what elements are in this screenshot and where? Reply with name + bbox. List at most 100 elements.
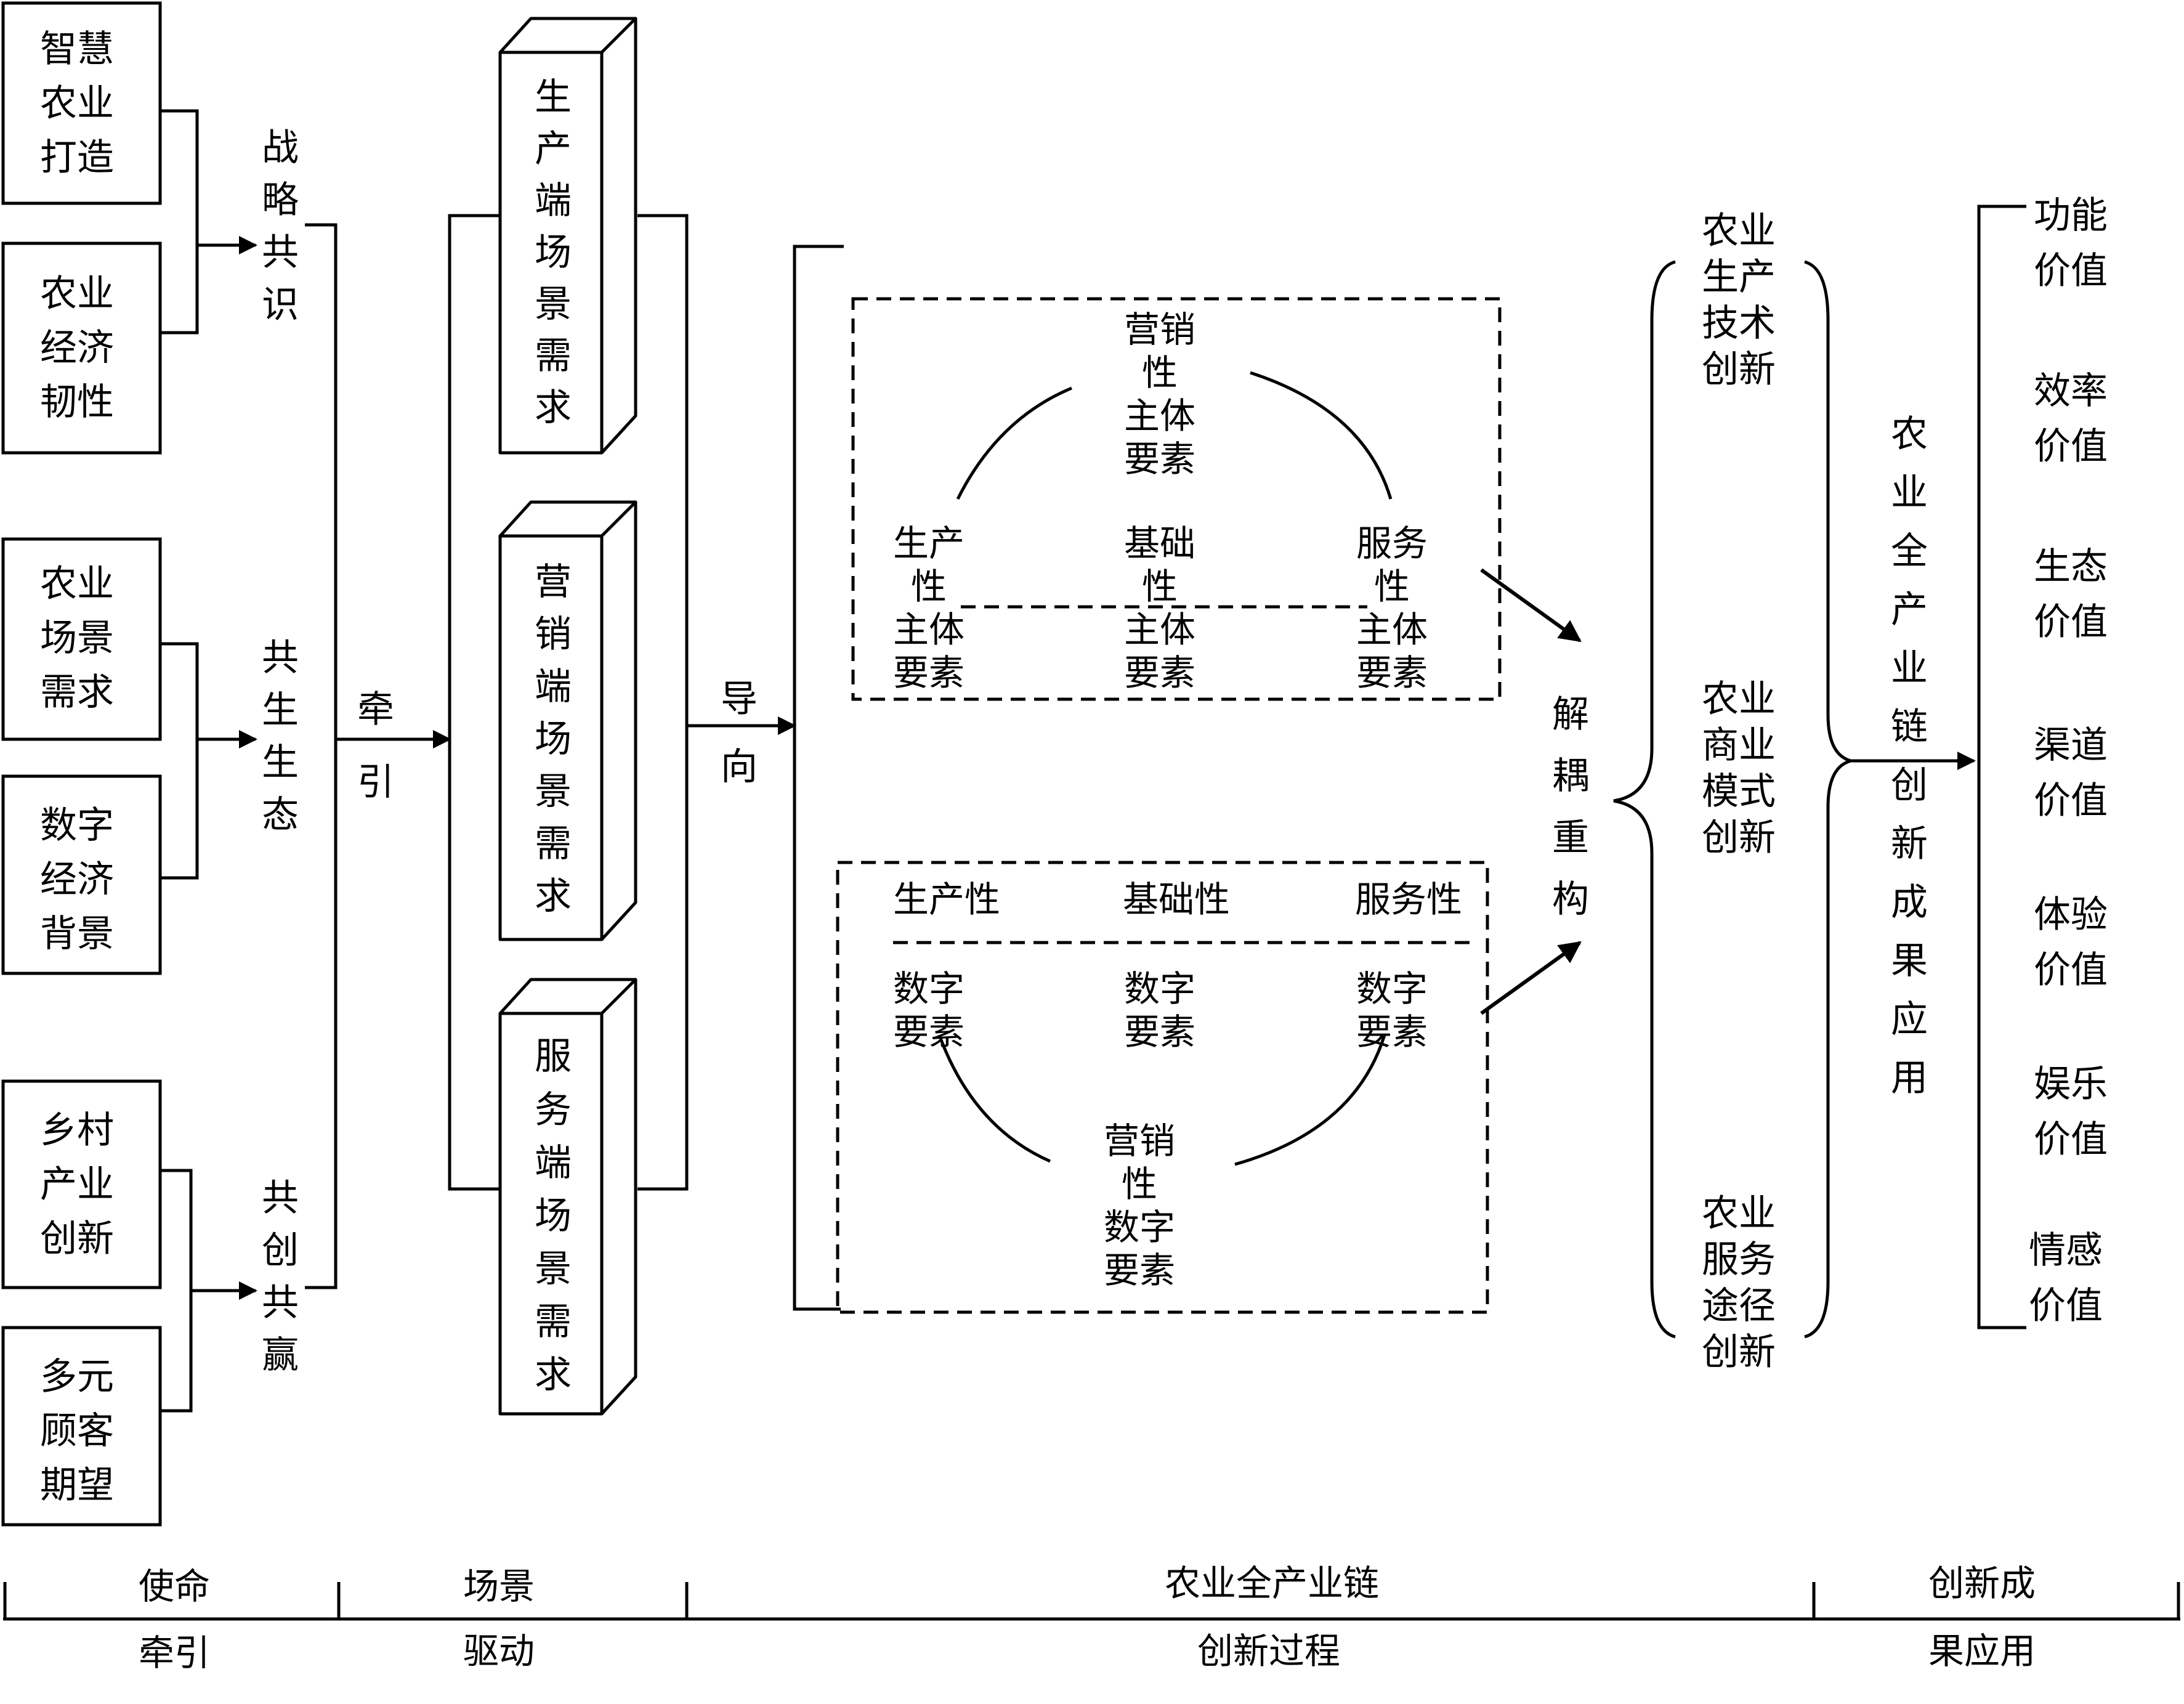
result-3-char-3: 共 (262, 1281, 299, 1325)
mission-box-1-line-2: 农业 (40, 82, 114, 125)
mission-boxes (1, 1, 162, 1527)
stage-4-top: 创新成 (1928, 1562, 2036, 1604)
decouple-label: 解 耦 重 构 (1552, 693, 1589, 921)
mission-box-4-line-2: 经济 (40, 858, 114, 901)
innovation-3-line-3: 途径 (1702, 1284, 1776, 1328)
application-char-12: 用 (1891, 1057, 1928, 1100)
decouple-char-3: 重 (1552, 816, 1589, 859)
result-3-char-2: 创 (262, 1229, 299, 1272)
values-bracket (1977, 205, 2026, 1329)
digital-marketing-line-1: 营销 (1104, 1120, 1175, 1162)
traction-label: 牵 引 (357, 688, 394, 804)
prism-3-char-5: 景 (535, 1248, 572, 1291)
guide-label-char-1: 导 (721, 678, 758, 721)
value-6-line-1: 娱乐 (2034, 1063, 2108, 1106)
prism-texts: 生 产 端 场 景 需 求 营 销 端 场 景 需 求 服 务 端 场 景 需 … (535, 76, 572, 1397)
application-label: 农 业 全 产 业 链 创 新 成 果 应 用 (1891, 413, 1928, 1100)
innovation-left-brace (1613, 260, 1676, 1339)
decouple-arrows (1480, 568, 1582, 1015)
prism-marketing (498, 500, 637, 941)
mission-bracket-1 (160, 109, 199, 335)
mission-box-6-line-3: 期望 (40, 1464, 114, 1507)
service-subject-line-3: 主体 (1356, 609, 1428, 651)
innovation-2-line-3: 模式 (1702, 770, 1776, 813)
mission-box-6-line-2: 顾客 (40, 1410, 114, 1453)
subject-elements-texts: 营销 性 主体 要素 生产 性 主体 要素 基础 性 主体 要素 服务 性 主体… (893, 309, 1428, 694)
digital-marketing-line-2: 性 (1122, 1163, 1157, 1205)
innovation-3-line-1: 农业 (1702, 1192, 1776, 1235)
application-char-5: 业 (1891, 647, 1928, 690)
application-char-6: 链 (1891, 705, 1928, 749)
prism-1-char-3: 端 (535, 179, 572, 222)
digital-marketing-line-3: 数字 (1104, 1206, 1175, 1248)
mission-box-texts: 智慧 农业 打造 农业 经济 韧性 农业 场景 需求 数字 经济 背景 乡村 产… (40, 28, 114, 1507)
subject-arc-left (956, 386, 1072, 500)
application-char-11: 应 (1891, 998, 1928, 1041)
value-5-line-1: 体验 (2034, 893, 2108, 936)
application-char-4: 产 (1891, 588, 1928, 631)
mission-brackets (160, 109, 257, 1413)
result-3-char-4: 赢 (262, 1334, 299, 1377)
service-subject-line-1: 服务 (1356, 522, 1428, 564)
digital-foundation-line-2: 要素 (1124, 1011, 1195, 1053)
digital-marketing-line-4: 要素 (1104, 1249, 1175, 1291)
value-1-line-1: 功能 (2034, 194, 2108, 237)
prism-1-char-2: 产 (535, 128, 572, 171)
prism-3-char-6: 需 (535, 1300, 572, 1344)
digital-arc-left (937, 1034, 1051, 1163)
stage-1-top: 使命 (139, 1565, 210, 1607)
mission-box-5 (1, 1079, 162, 1289)
application-char-10: 果 (1891, 939, 1928, 983)
production-subject-line-1: 生产 (893, 522, 965, 564)
scene-left-bracket (448, 214, 499, 1191)
mission-results: 战 略 共 识 共 生 生 态 共 创 共 赢 (262, 126, 299, 1377)
marketing-subject-line-4: 要素 (1124, 438, 1195, 480)
marketing-subject-line-3: 主体 (1124, 395, 1195, 437)
stage-2-top: 场景 (463, 1565, 535, 1607)
innovation-2-line-4: 创新 (1702, 816, 1776, 859)
traction-connector (305, 223, 451, 1289)
mission-box-1-line-1: 智慧 (40, 28, 114, 71)
digital-service-line-1: 数字 (1356, 968, 1428, 1010)
digital-foundation-line-1: 数字 (1124, 968, 1195, 1010)
prism-1-char-1: 生 (535, 76, 572, 119)
stage-1-bottom: 牵引 (139, 1632, 210, 1674)
digital-elements-texts: 生产性 基础性 服务性 数字 要素 数字 要素 数字 要素 营销 性 数字 要素 (893, 878, 1462, 1291)
value-6-line-2: 价值 (2034, 1118, 2108, 1161)
innovation-1-line-2: 生产 (1702, 256, 1776, 299)
digital-header-foundation: 基础性 (1123, 878, 1230, 920)
value-3-line-1: 生态 (2034, 545, 2108, 588)
decouple-char-1: 解 (1552, 693, 1589, 736)
digital-elements-box (836, 861, 1489, 1314)
value-2-line-1: 效率 (2034, 370, 2108, 413)
mission-box-5-line-1: 乡村 (40, 1109, 114, 1152)
mission-box-3-line-3: 需求 (40, 671, 114, 714)
result-2-char-4: 态 (262, 793, 299, 837)
value-3-line-2: 价值 (2034, 601, 2108, 644)
mission-box-1 (1, 1, 162, 205)
foundation-subject-line-2: 性 (1142, 566, 1178, 607)
value-1-line-2: 价值 (2034, 250, 2108, 293)
prism-2-char-6: 需 (535, 822, 572, 866)
mission-box-4 (1, 774, 162, 975)
stage-3-bottom: 创新过程 (1197, 1630, 1340, 1672)
stage-4-bottom: 果应用 (1928, 1630, 2036, 1672)
foundation-subject-line-3: 主体 (1124, 609, 1195, 651)
digital-service-line-2: 要素 (1356, 1011, 1428, 1053)
application-char-7: 创 (1891, 764, 1928, 807)
prism-2-char-5: 景 (535, 770, 572, 813)
innovation-texts: 农业 生产 技术 创新 农业 商业 模式 创新 农业 服务 途径 创新 (1702, 209, 1776, 1374)
result-1-char-2: 略 (262, 179, 299, 222)
decouple-arrow-top (1480, 568, 1582, 643)
scene-bracket (448, 214, 796, 1191)
prism-2-char-7: 求 (535, 875, 572, 918)
scene-right-bracket (637, 214, 689, 1191)
stage-3-top: 农业全产业链 (1165, 1562, 1379, 1604)
production-subject-line-4: 要素 (893, 652, 965, 694)
service-subject-line-4: 要素 (1356, 652, 1428, 694)
guide-label: 导 向 (721, 678, 758, 789)
scene-prisms (498, 17, 637, 1416)
prism-3-char-1: 服 (535, 1035, 572, 1078)
decouple-arrow-bottom (1480, 941, 1582, 1015)
